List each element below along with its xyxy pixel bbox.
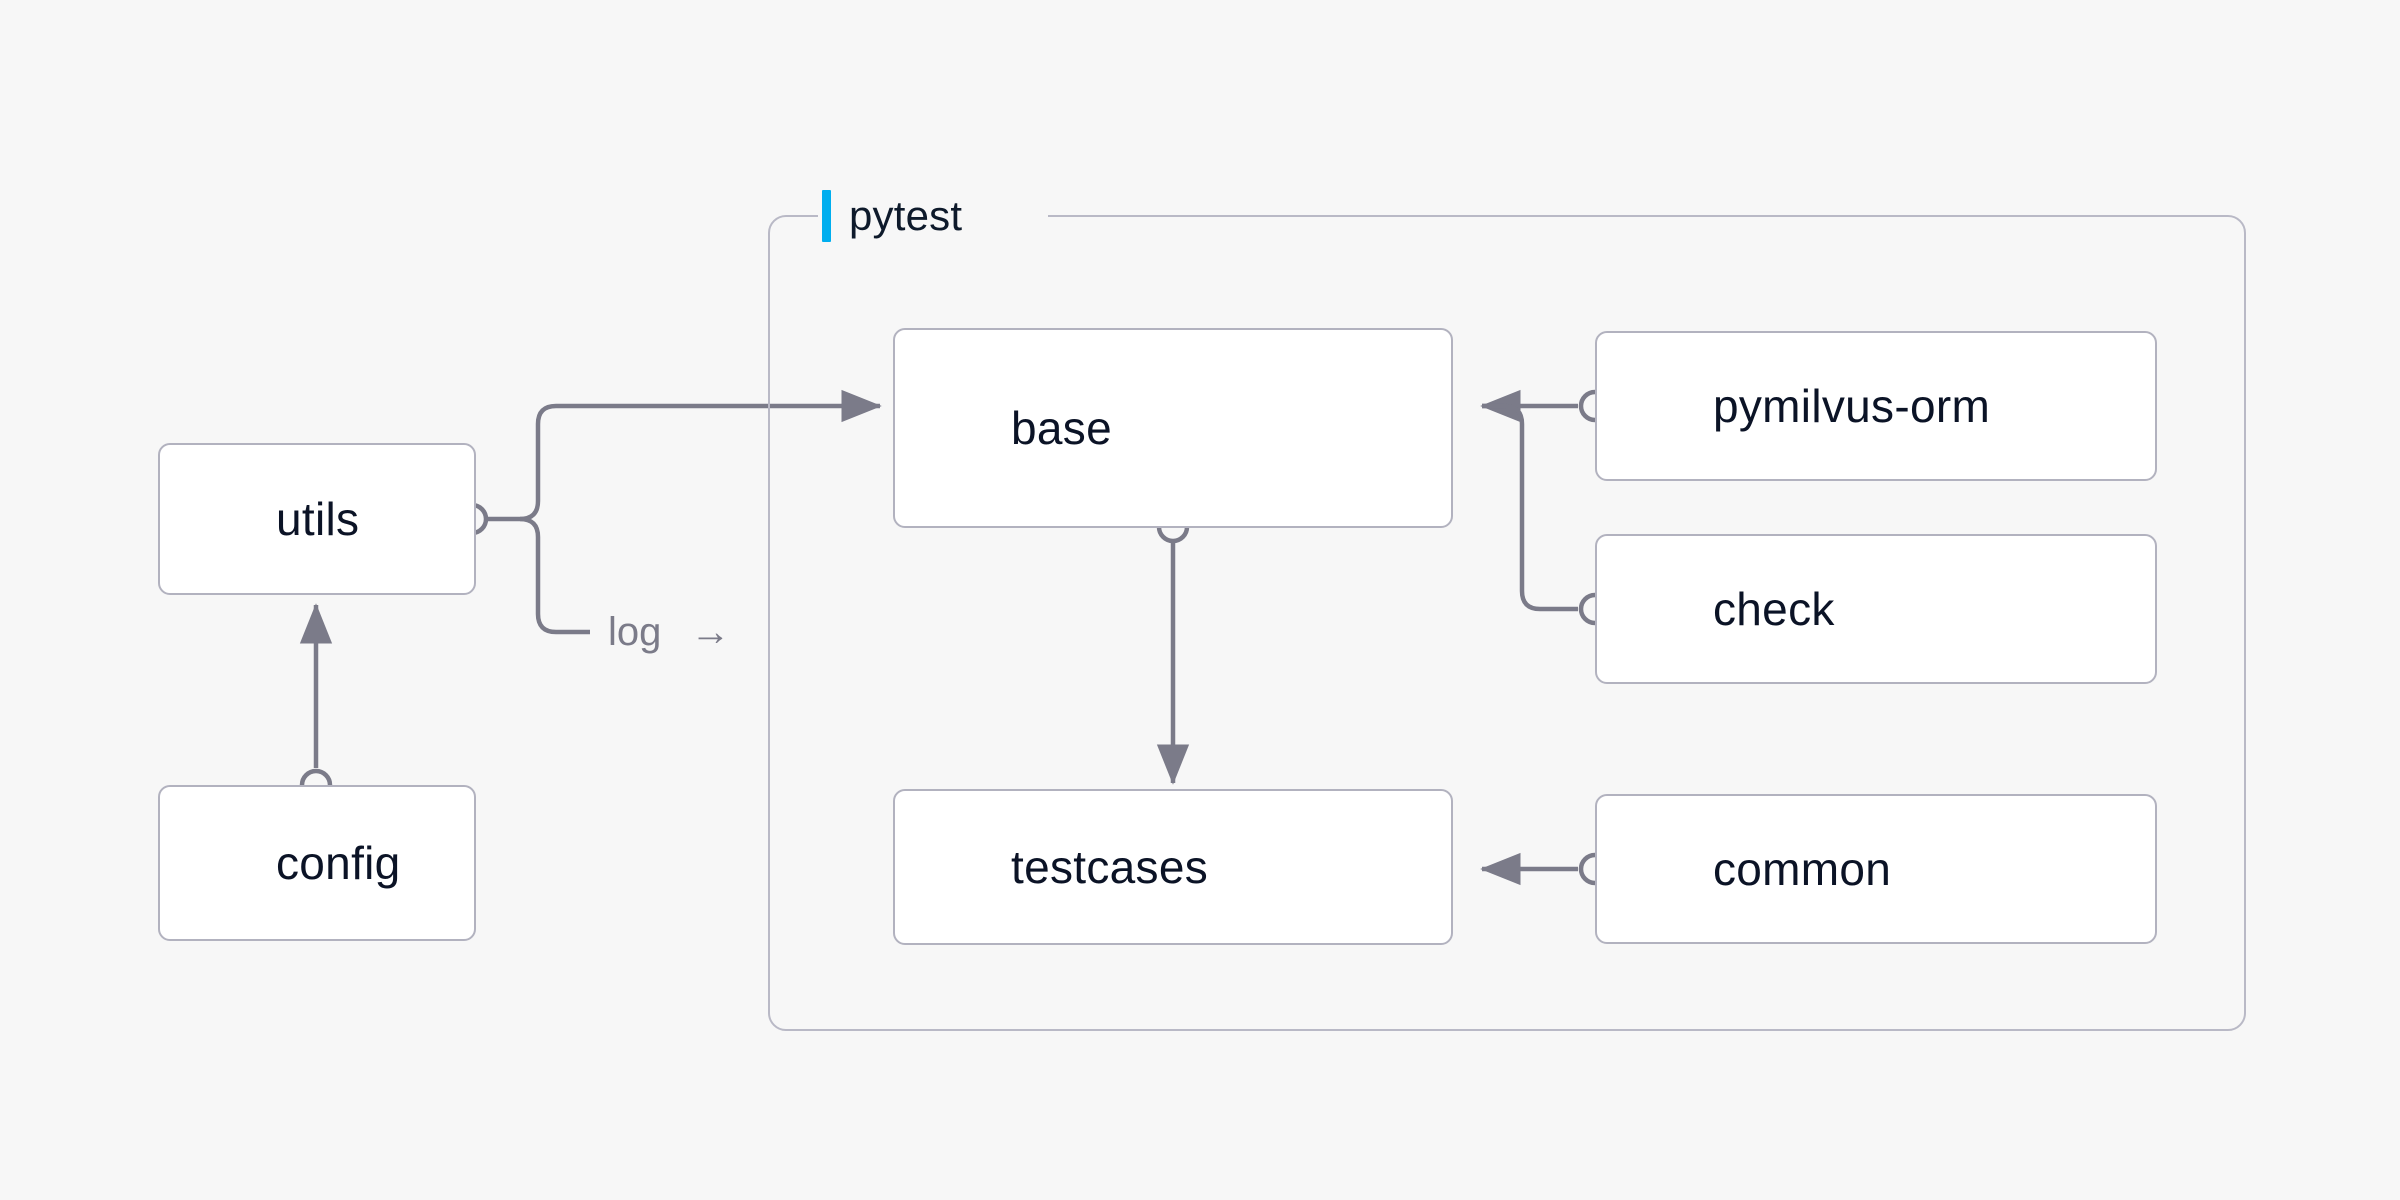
folder-icon-slot — [1635, 847, 1687, 891]
folder-icon-slot — [933, 845, 985, 889]
folder-icon-slot — [1635, 384, 1687, 428]
node-check[interactable]: check — [1595, 534, 2157, 684]
arrow-right-icon: → — [690, 610, 731, 654]
pytest-group-label: pytest — [822, 190, 977, 242]
folder-icon-slot — [1635, 587, 1687, 631]
node-label: common — [1713, 843, 1892, 895]
node-pymilvus-orm[interactable]: pymilvus-orm — [1595, 331, 2157, 481]
node-label: pymilvus-orm — [1713, 380, 1991, 432]
node-label: utils — [276, 493, 360, 545]
edge-utils-log — [519, 516, 590, 635]
folder-icon-slot — [933, 406, 985, 450]
node-common[interactable]: common — [1595, 794, 2157, 944]
folder-icon-slot — [198, 497, 250, 541]
node-base[interactable]: base — [893, 328, 1453, 528]
node-label: base — [1011, 402, 1112, 454]
node-label: testcases — [1011, 841, 1209, 893]
accent-bar-icon — [822, 190, 831, 242]
group-title: pytest — [849, 195, 977, 237]
edge-label-log: log → — [608, 612, 731, 652]
edge-check-base — [1482, 403, 1578, 612]
edge-utils-base — [519, 389, 882, 522]
node-label: config — [276, 837, 401, 889]
node-label: check — [1713, 583, 1835, 635]
node-utils[interactable]: utils — [158, 443, 476, 595]
folder-icon-slot — [198, 841, 250, 885]
pytest-group-container[interactable] — [768, 215, 2246, 1031]
node-testcases[interactable]: testcases — [893, 789, 1453, 945]
edge-label-log-text: log — [608, 610, 662, 654]
node-config[interactable]: config — [158, 785, 476, 941]
